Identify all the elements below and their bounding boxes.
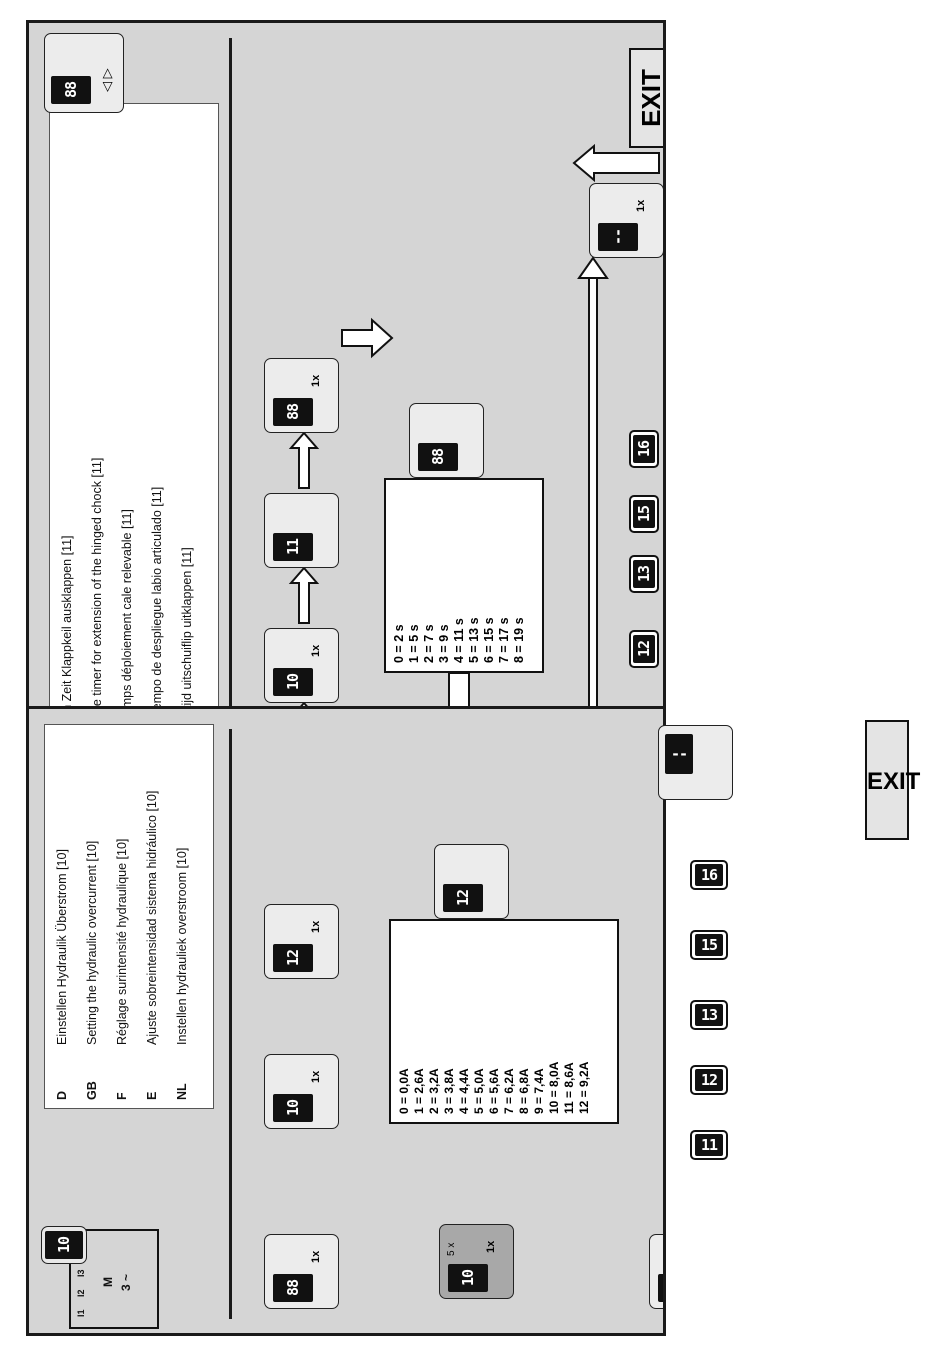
table-row: 1 = 5 s: [407, 624, 421, 663]
table-row: 11 = 8,6A: [562, 1062, 576, 1114]
press-count: 1x: [310, 1250, 322, 1263]
step-card-select[interactable]: 10 5 x 1x: [439, 1224, 514, 1299]
language-list: DEinstellen Hydraulik Überstrom [10] GBS…: [44, 724, 214, 1109]
value-display: 15: [629, 495, 659, 533]
table-row: 1 = 2,6A: [412, 1068, 426, 1114]
table-row: 3 = 3,8A: [442, 1068, 456, 1114]
step2-display: 11: [273, 533, 313, 561]
value-display: 13: [690, 1000, 728, 1030]
press-count: 1x: [485, 1240, 497, 1253]
step-card-hand[interactable]: 12: [434, 844, 509, 919]
motor-phase: 3 ~: [119, 1273, 133, 1291]
press-count: 1x: [310, 644, 322, 657]
current-exit-label[interactable]: EXIT: [865, 720, 920, 840]
table-row: 6 = 5,6A: [487, 1068, 501, 1114]
blink-display: 88: [273, 398, 313, 426]
overcurrent-values: 16 15 13 12 11: [690, 860, 750, 1190]
table-row: 5 = 13 s: [467, 617, 481, 663]
table-row: 12 = 9,2A: [577, 1061, 591, 1114]
separator: [229, 729, 232, 1319]
lang-row: EAjuste sobreintensidad sistema hidráuli…: [145, 790, 159, 1100]
header-display: 10: [45, 1231, 83, 1259]
press-count: 1x: [310, 374, 322, 387]
lang-row: GBSetting the hydraulic overcurrent [10]: [85, 840, 99, 1100]
step-card-2[interactable]: 11: [264, 493, 339, 568]
select-display: 10: [448, 1264, 488, 1292]
table-row: 4 = 4,4A: [457, 1068, 471, 1114]
table-row: 10 = 8,0A: [547, 1061, 561, 1114]
step-card-confirm[interactable]: 88: [649, 1234, 663, 1309]
header-display-card: 10: [41, 1226, 87, 1264]
value-display: 15: [690, 930, 728, 960]
value-display: 11: [690, 1130, 728, 1160]
table-row: 9 = 7,4A: [532, 1068, 546, 1114]
motor-current-1: I1: [76, 1309, 86, 1317]
value-display: 16: [690, 860, 728, 890]
hand-display: 88: [418, 443, 458, 471]
value-display: 12: [690, 1065, 728, 1095]
press-count: 1x: [310, 920, 322, 933]
step-card-1[interactable]: 10 1x: [264, 628, 339, 703]
exit-display: --: [665, 734, 693, 774]
step1-display: 10: [273, 1094, 313, 1122]
table-row: 8 = 19 s: [512, 617, 526, 663]
value-display: 12: [629, 630, 659, 668]
step-card-blink[interactable]: 12 1x: [264, 904, 339, 979]
value-display: 16: [629, 430, 659, 468]
press-count: 1x: [310, 1070, 322, 1083]
motor-current-2: I2: [76, 1289, 86, 1297]
lang-row: DEinstellen Hydraulik Überstrom [10]: [55, 849, 69, 1100]
motor-current-3: I3: [76, 1269, 86, 1277]
current-table: 0 = 0,0A 1 = 2,6A 2 = 3,2A 3 = 3,8A 4 = …: [389, 919, 619, 1124]
confirm-display: 88: [658, 1274, 663, 1302]
current-step-card-exit[interactable]: --: [658, 725, 733, 800]
timer-table: 0 = 2 s 1 = 5 s 2 = 7 s 3 = 9 s 4 = 11 s…: [384, 478, 544, 673]
value-display: 13: [629, 555, 659, 593]
table-row: 6 = 15 s: [482, 617, 496, 663]
step-card-start[interactable]: 88 1x: [264, 1234, 339, 1309]
press-count: 1x: [635, 199, 647, 212]
step-card-hand[interactable]: 88: [409, 403, 484, 478]
exit-display: --: [598, 223, 638, 251]
lang-row: NLInstellen hydrauliek overstroom [10]: [175, 847, 189, 1100]
table-row: 0 = 2 s: [392, 624, 406, 663]
table-row: 7 = 6,2A: [502, 1068, 516, 1114]
overcurrent-panel: M 3 ~ I1 I2 I3 10 DEinstellen Hydraulik …: [26, 706, 666, 1336]
exit-label[interactable]: EXIT: [629, 48, 663, 148]
table-row: 7 = 17 s: [497, 617, 511, 663]
table-row: 2 = 7 s: [422, 624, 436, 663]
hand-display: 12: [443, 884, 483, 912]
table-row: 4 = 11 s: [452, 618, 466, 663]
table-row: 5 = 5,0A: [472, 1068, 486, 1114]
step1-display: 10: [273, 668, 313, 696]
press-count-5x: 5 x: [446, 1242, 457, 1256]
step-card-blink[interactable]: 88 1x: [264, 358, 339, 433]
step-card-1[interactable]: 10 1x: [264, 1054, 339, 1129]
lang-row: FRéglage surintensité hydraulique [10]: [115, 838, 129, 1100]
table-row: 0 = 0,0A: [397, 1068, 411, 1114]
motor-label: M: [101, 1277, 115, 1287]
table-row: 3 = 9 s: [437, 624, 451, 663]
table-row: 8 = 6,8A: [517, 1068, 531, 1114]
table-row: 2 = 3,2A: [427, 1068, 441, 1114]
blink-display: 12: [273, 944, 313, 972]
step-card-exit[interactable]: -- 1x: [589, 183, 663, 258]
start-display: 88: [273, 1274, 313, 1302]
